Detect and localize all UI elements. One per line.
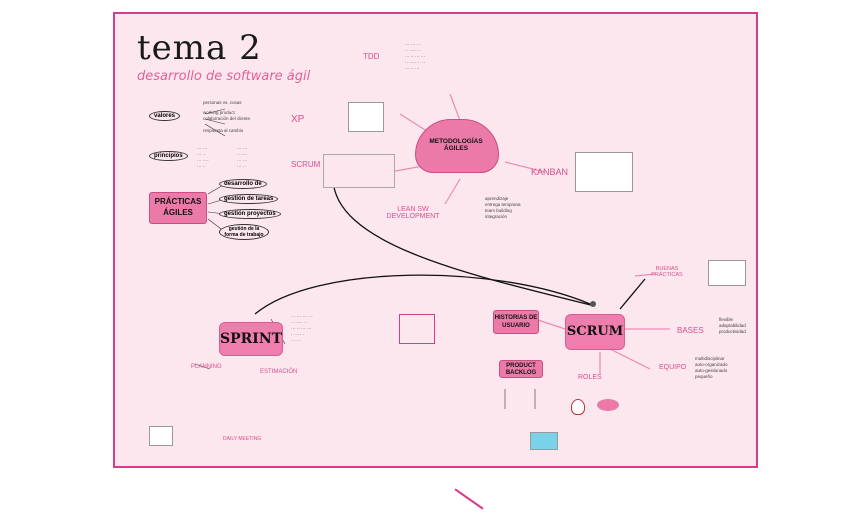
- planning-node: PLANNING: [191, 364, 222, 370]
- tdd-notes: ··· ··· ····· ····· ····· ·· ··· ····· ·…: [405, 42, 426, 71]
- pen-stroke: [454, 488, 484, 510]
- equipo-node: EQUIPO: [659, 364, 687, 371]
- bases-node: BASES: [677, 326, 704, 335]
- sprint-backlog-thumbnail: [149, 426, 173, 446]
- kanban-board-thumbnail: [575, 152, 633, 192]
- xp-node: XP: [291, 114, 305, 125]
- practicas-oval-3: gestión proyectos: [219, 209, 281, 219]
- tool-thumbnail: [530, 432, 558, 450]
- buenas-practicas-thumbnail: [708, 260, 746, 286]
- roles-node: ROLES: [578, 374, 602, 381]
- scrum-diagram-thumbnail: [323, 154, 395, 188]
- practicas-oval-1: desarrollo de: [219, 179, 267, 189]
- sprint-node: SPRINT: [219, 322, 283, 356]
- pig-icon: [597, 399, 619, 411]
- xp-diagram-thumbnail: [348, 102, 384, 132]
- valores-node: valores: [149, 111, 181, 121]
- practicas-agiles-node: PRÁCTICAS ÁGILES: [149, 192, 207, 224]
- sprint-notes: ··· ··· ··· ····· ····· ····· ·· ··· ···…: [291, 314, 313, 343]
- lean-node: LEAN SW DEVELOPMENT: [386, 206, 440, 220]
- principios-notes-right: ··· ····· ······· ······ ··: [237, 146, 248, 169]
- estimacion-node: ESTIMACIÓN: [260, 369, 298, 375]
- practicas-oval-4: gestión de la forma de trabajo: [219, 224, 269, 240]
- practicas-oval-2: gestión de tareas: [219, 194, 279, 204]
- historias-de-usuario-node: HISTORIAS DE USUARIO: [493, 310, 539, 334]
- buenas-practicas-node: BUENAS PRÁCTICAS: [651, 266, 683, 278]
- principios-node: principios: [149, 151, 188, 161]
- principios-notes-left: ··· ······ ····· ······· ··: [197, 146, 209, 169]
- scrum-node: SCRUM: [565, 314, 625, 350]
- chicken-icon: [571, 399, 585, 415]
- product-backlog-node: PRODUCT BACKLOG: [499, 360, 543, 378]
- metodologias-cloud-shape: [415, 119, 499, 173]
- scrum-small-node: SCRUM: [291, 160, 321, 169]
- page-title: tema 2: [137, 28, 262, 68]
- page-subtitle: desarrollo de software ágil: [137, 69, 311, 84]
- mindmap-board: tema 2 desarrollo de software ágil valor…: [113, 12, 758, 468]
- daily-meeting-node: DAILY MEETING: [223, 436, 262, 442]
- metodologias-agiles-node: METODOLOGÍAS ÁGILES: [429, 138, 483, 152]
- connector-lines: [194, 93, 670, 409]
- kanban-node: KANBAN: [531, 167, 569, 177]
- historia-card-thumbnail: [399, 314, 435, 344]
- tdd-node: TDD: [363, 52, 380, 61]
